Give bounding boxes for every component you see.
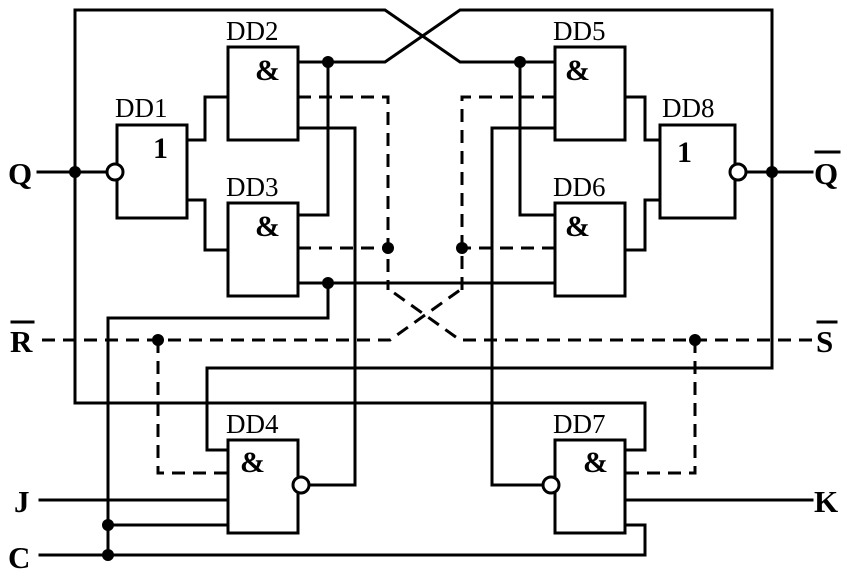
gate-dd5-symbol: & xyxy=(565,54,590,87)
gate-dd8-name: DD8 xyxy=(662,93,715,123)
wire-dd8-in-bottom xyxy=(624,198,662,252)
junction-dot xyxy=(322,56,334,68)
gate-dd4-inverter-bubble xyxy=(291,475,311,495)
gate-dd1-inverter-bubble xyxy=(105,162,125,182)
gate-dd2-symbol: & xyxy=(255,54,280,87)
gate-dd7-inverter-bubble xyxy=(541,475,561,495)
gate-dd4-symbol: & xyxy=(240,446,265,479)
solid-wires xyxy=(36,8,814,557)
gate-dd7-symbol: & xyxy=(583,446,608,479)
gate-dd2: DD2 & xyxy=(226,16,300,142)
gate-dd1-name: DD1 xyxy=(115,93,168,123)
gate-dd6: DD6 & xyxy=(553,172,627,298)
junction-dots xyxy=(69,56,778,561)
junction-dot xyxy=(456,242,468,254)
wire-dd1-in-top xyxy=(185,95,230,142)
wire-dd5-to-dd6 xyxy=(518,60,557,217)
wire-dd1-in-bottom xyxy=(185,198,230,252)
wire-top-left-loop xyxy=(73,8,557,174)
wire-r-to-dd4 xyxy=(156,340,228,475)
gate-dd6-name: DD6 xyxy=(553,172,606,202)
wire-q-feedback xyxy=(73,170,647,452)
junction-dot xyxy=(102,519,114,531)
wire-dd4-to-dd2 xyxy=(296,126,357,487)
junction-dot xyxy=(514,56,526,68)
gate-dd3: DD3 & xyxy=(226,172,300,298)
gate-dd5-name: DD5 xyxy=(553,16,606,46)
wire-dd2-to-dd3 xyxy=(296,60,330,217)
gate-dd1: DD1 1 xyxy=(115,93,189,220)
junction-dot xyxy=(766,166,778,178)
gate-dd8-inverter-bubble xyxy=(728,162,748,182)
junction-dot xyxy=(152,334,164,346)
wire-top-right-loop xyxy=(205,8,774,452)
gate-dd5: DD5 & xyxy=(553,16,627,142)
gate-dd8: DD8 1 xyxy=(658,93,748,220)
junction-dot xyxy=(102,549,114,561)
wire-c-input xyxy=(38,523,647,557)
gate-dd1-symbol: 1 xyxy=(153,132,168,165)
gate-dd6-symbol: & xyxy=(565,210,590,243)
gate-dd3-name: DD3 xyxy=(226,172,279,202)
pin-k-label: K xyxy=(814,484,838,519)
junction-dot xyxy=(382,242,394,254)
pin-c-label: C xyxy=(8,540,30,575)
junction-dot xyxy=(689,334,701,346)
junction-dot xyxy=(69,166,81,178)
pin-rbar-label: R xyxy=(10,324,33,359)
gate-dd7-name: DD7 xyxy=(553,409,606,439)
wire-left-dash-dd2 xyxy=(298,95,390,290)
pin-qbar-label: Q xyxy=(814,156,838,191)
gate-dd4-name: DD4 xyxy=(226,409,279,439)
wire-dd3-node-down xyxy=(106,281,330,557)
gate-dd7: DD7 & xyxy=(541,409,627,535)
gate-dd2-name: DD2 xyxy=(226,16,279,46)
wire-right-dash-dd5 xyxy=(460,95,555,290)
wire-s-to-dd7 xyxy=(626,340,697,475)
wire-dd7-to-dd5 xyxy=(490,126,557,487)
wire-dd8-in-top xyxy=(624,95,662,142)
gate-dd3-symbol: & xyxy=(255,210,280,243)
junction-dot xyxy=(322,277,334,289)
pin-q-label: Q xyxy=(8,156,32,191)
pin-sbar-label: S xyxy=(816,324,833,359)
gate-dd8-symbol: 1 xyxy=(677,136,692,169)
pin-j-label: J xyxy=(14,484,30,519)
gate-dd4: DD4 & xyxy=(226,409,311,535)
